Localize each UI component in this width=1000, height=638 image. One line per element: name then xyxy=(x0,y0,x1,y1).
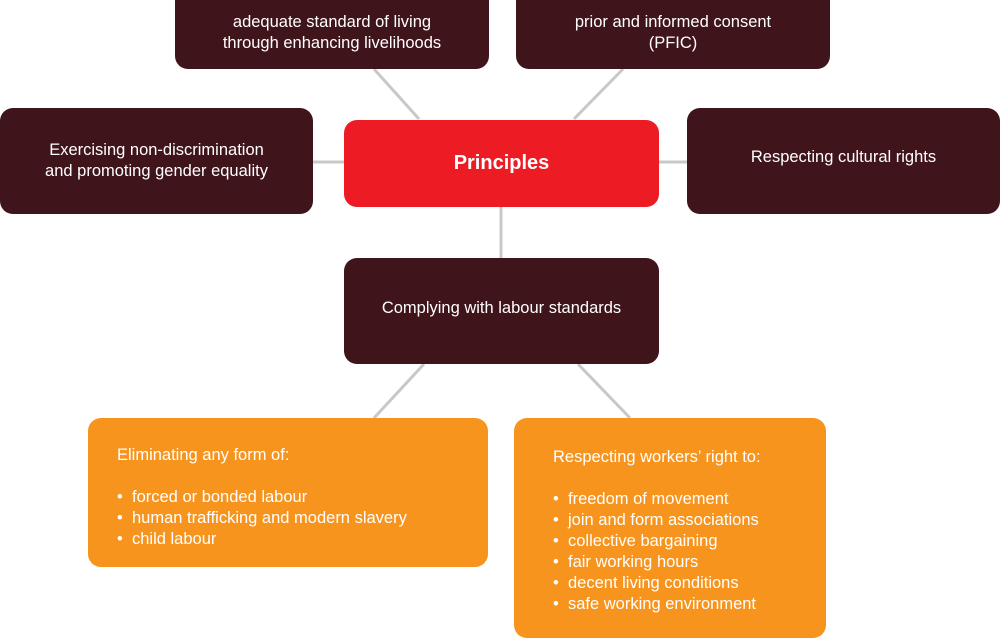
eliminating-forms-box: Eliminating any form of: forced or bonde… xyxy=(88,418,488,567)
connector-labour-left xyxy=(372,362,426,420)
principle-text-line: Respecting cultural rights xyxy=(750,147,937,166)
workers-rights-box: Respecting workers’ right to: freedom of… xyxy=(514,418,826,638)
principle-text-line: adequate standard of living xyxy=(232,12,432,31)
principle-text-line: through enhancing livelihoods xyxy=(222,33,442,52)
list-item: human trafficking and modern slavery xyxy=(117,508,488,529)
connector-lines xyxy=(313,67,687,420)
principle-text-line: and promoting gender equality xyxy=(45,162,268,180)
list-item: join and form associations xyxy=(553,510,826,531)
workers-rights-heading: Respecting workers’ right to: xyxy=(553,448,761,466)
list-item: child labour xyxy=(117,529,488,550)
principle-text-line: (PFIC) xyxy=(648,33,698,52)
connector-top-right xyxy=(572,67,625,121)
principle-text-line: Complying with labour standards xyxy=(381,298,622,317)
list-item: collective bargaining xyxy=(553,531,826,552)
connector-top-left xyxy=(372,67,421,121)
principle-adequate-standard-of-living: adequate standard of living through enha… xyxy=(175,0,489,69)
principle-text-line: prior and informed consent xyxy=(574,12,772,31)
principle-cultural-rights: Respecting cultural rights xyxy=(687,108,1000,214)
principle-pfic-consent: prior and informed consent (PFIC) xyxy=(516,0,830,69)
list-item: freedom of movement xyxy=(553,489,826,510)
principles-title: Principles xyxy=(453,152,550,174)
list-item: fair working hours xyxy=(553,552,826,573)
eliminating-list: forced or bonded labour human traffickin… xyxy=(117,487,488,550)
principle-labour-standards: Complying with labour standards xyxy=(344,258,659,364)
principle-non-discrimination: Exercising non-discrimination and promot… xyxy=(0,108,313,214)
list-item: decent living conditions xyxy=(553,573,826,594)
workers-rights-list: freedom of movement join and form associ… xyxy=(553,489,826,615)
list-item: forced or bonded labour xyxy=(117,487,488,508)
principles-center-node: Principles xyxy=(344,120,659,207)
eliminating-heading: Eliminating any form of: xyxy=(117,446,290,464)
list-item: safe working environment xyxy=(553,594,826,615)
principle-text-line: Exercising non-discrimination xyxy=(49,141,264,159)
connector-labour-right xyxy=(576,362,632,420)
